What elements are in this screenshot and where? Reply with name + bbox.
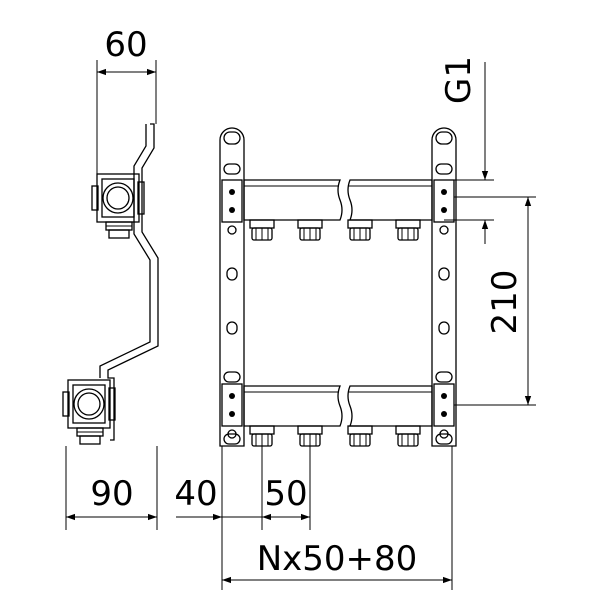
upper-outlets [249, 219, 421, 241]
dimension-90-label: 90 [90, 474, 133, 514]
dimension-50: 50 [261, 446, 311, 530]
outlet [297, 219, 323, 241]
right-bracket [431, 127, 457, 447]
lower-pipe-block [62, 379, 116, 445]
upper-pipe-block [91, 173, 145, 239]
dimension-50-label: 50 [264, 474, 307, 514]
dimension-60: 60 [96, 25, 157, 174]
dimension-90: 90 [65, 446, 158, 530]
outlet [347, 219, 373, 241]
front-view: G1 210 40 50 Nx50+80 [174, 56, 536, 590]
upper-manifold-bar [243, 179, 433, 221]
dimension-40-label: 40 [174, 474, 217, 514]
outlet [249, 425, 275, 447]
outlet [297, 425, 323, 447]
lower-manifold-bar [243, 385, 433, 427]
dimension-total-length: Nx50+80 [222, 446, 453, 590]
lower-outlets [249, 425, 421, 447]
outlet [395, 219, 421, 241]
outlet [249, 219, 275, 241]
outlet [347, 425, 373, 447]
left-bracket [219, 127, 245, 447]
dimension-210-label: 210 [485, 270, 525, 335]
dimension-total-length-label: Nx50+80 [257, 539, 418, 579]
dimension-g1: G1 [439, 56, 494, 244]
side-view: 60 90 [62, 25, 159, 530]
dimension-40: 40 [174, 446, 262, 590]
outlet [395, 425, 421, 447]
dimension-60-label: 60 [104, 25, 147, 65]
dimension-210: 210 [454, 196, 536, 406]
dimension-g1-label: G1 [439, 56, 479, 104]
